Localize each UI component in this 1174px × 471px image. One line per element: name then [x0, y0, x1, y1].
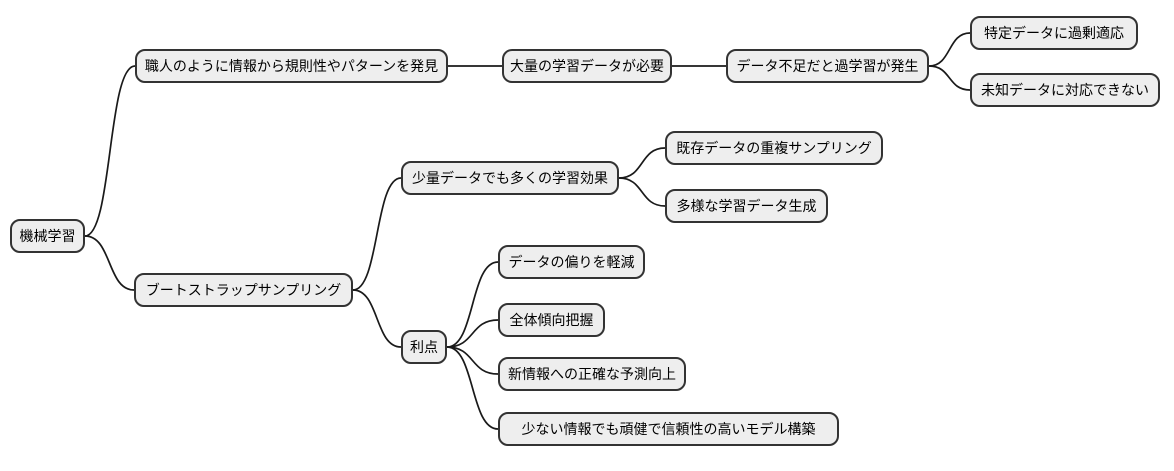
mindmap-node-n12[interactable]: データの偏りを軽減: [498, 245, 645, 279]
mindmap-edge-n7-n8: [352, 177, 402, 291]
node-label: 職人のように情報から規則性やパターンを発見: [144, 58, 439, 74]
node-label: 機械学習: [19, 228, 76, 244]
mindmap-edge-n11-n12: [446, 261, 499, 348]
mindmap-node-n15[interactable]: 少ない情報でも頑健で信頼性の高いモデル構築: [498, 412, 839, 446]
mindmap-node-n3[interactable]: 大量の学習データが必要: [502, 49, 672, 83]
mindmap-edge-n4-n6: [928, 65, 971, 91]
mindmap-node-n8[interactable]: 少量データでも多くの学習効果: [401, 161, 619, 195]
node-label: 利点: [410, 339, 438, 355]
node-label: 多様な学習データ生成: [676, 198, 817, 214]
node-label: 既存データの重複サンプリング: [676, 140, 872, 156]
node-label: データ不足だと過学習が発生: [736, 58, 919, 74]
node-label: 少ない情報でも頑健で信頼性の高いモデル構築: [521, 421, 816, 437]
mindmap-edge-n4-n5: [928, 32, 971, 67]
mindmap-node-n2[interactable]: 職人のように情報から規則性やパターンを発見: [135, 49, 448, 83]
node-label: ブートストラップサンプリング: [145, 282, 342, 298]
mindmap-edge-n8-n9: [618, 147, 666, 179]
mindmap-node-n7[interactable]: ブートストラップサンプリング: [134, 273, 353, 307]
mindmap-node-n5[interactable]: 特定データに過剰適応: [970, 16, 1138, 50]
mindmap-node-n13[interactable]: 全体傾向把握: [498, 303, 605, 337]
mindmap-edge-n11-n13: [446, 319, 499, 348]
mindmap-node-root[interactable]: 機械学習: [10, 219, 85, 253]
node-label: 少量データでも多くの学習効果: [412, 170, 608, 186]
mindmap-edge-n8-n10: [618, 177, 666, 207]
mindmap-node-n11[interactable]: 利点: [401, 330, 447, 364]
node-label: 特定データに過剰適応: [984, 25, 1124, 41]
node-label: 大量の学習データが必要: [510, 58, 664, 74]
node-label: 新情報への正確な予測向上: [508, 366, 676, 382]
mindmap-node-n10[interactable]: 多様な学習データ生成: [665, 189, 828, 223]
mindmap-edge-root-n7: [84, 235, 135, 291]
node-label: 全体傾向把握: [509, 312, 594, 328]
mindmap-node-n6[interactable]: 未知データに対応できない: [970, 73, 1160, 107]
mindmap-node-n4[interactable]: データ不足だと過学習が発生: [726, 49, 929, 83]
mindmap-edge-n11-n15: [446, 346, 499, 430]
mindmap-edge-n11-n14: [446, 346, 499, 375]
mindmap-edge-root-n2: [84, 65, 136, 237]
node-label: 未知データに対応できない: [981, 82, 1149, 98]
node-label: データの偏りを軽減: [508, 254, 635, 270]
mindmap-node-n9[interactable]: 既存データの重複サンプリング: [665, 131, 883, 165]
mindmap-edge-n7-n11: [352, 289, 402, 348]
mindmap-node-n14[interactable]: 新情報への正確な予測向上: [498, 357, 686, 391]
